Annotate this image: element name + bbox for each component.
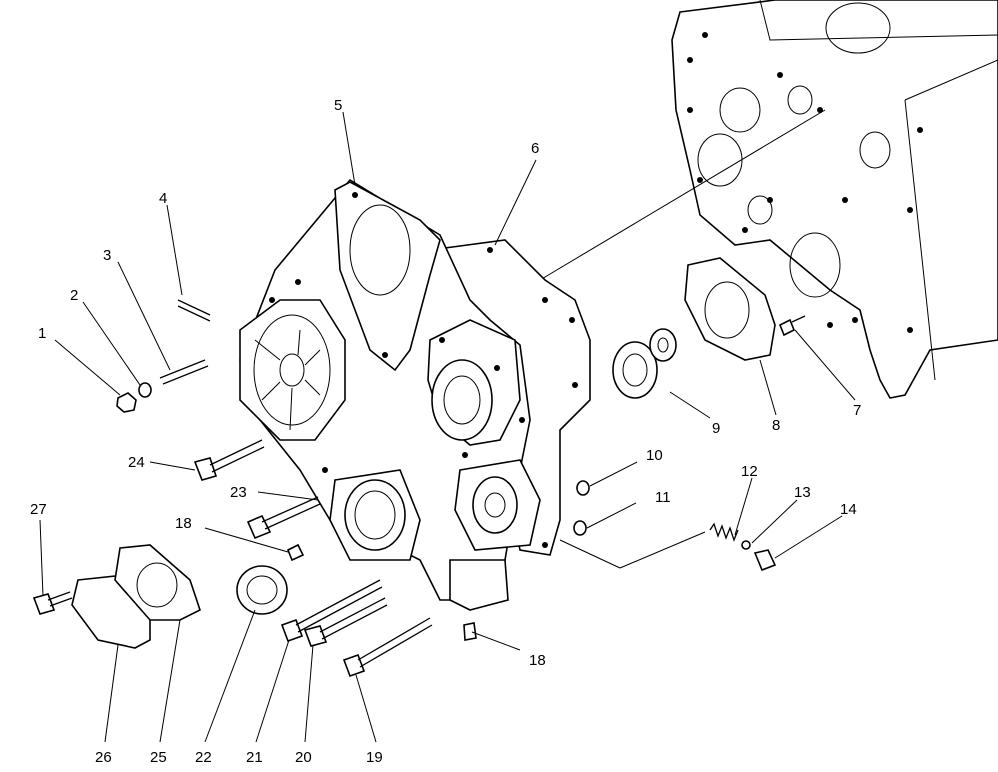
callout-6: 6: [531, 140, 539, 157]
bolt-24: [193, 439, 265, 481]
callout-4: 4: [159, 190, 167, 207]
plate-gasket: [114, 544, 201, 621]
callout-21: 21: [246, 749, 263, 766]
callout-27: 27: [30, 501, 47, 518]
callout-12: 12: [741, 463, 758, 480]
spring-12: [709, 522, 739, 542]
callout-26: 26: [95, 749, 112, 766]
callout-25: 25: [150, 749, 167, 766]
callout-3: 3: [103, 247, 111, 264]
oil-pump-cover: [684, 257, 776, 361]
stud-4: [177, 299, 211, 322]
guide-line: [619, 531, 706, 569]
oil-pump-rotor: [612, 341, 658, 399]
callout-24: 24: [128, 454, 145, 471]
ball-13: [741, 540, 751, 550]
o-ring-11: [573, 520, 587, 536]
bolt-23: [246, 496, 321, 540]
callout-1: 1: [38, 325, 46, 342]
leader-lines: [39, 111, 856, 743]
callout-11: 11: [655, 489, 671, 506]
bolt-19: [342, 617, 433, 678]
bolt-20: [303, 597, 388, 647]
bolt-7: [778, 315, 806, 337]
callout-7: 7: [853, 402, 861, 419]
callout-5: 5: [334, 97, 342, 114]
bolt-21: [280, 579, 383, 643]
oil-pump-gear: [649, 328, 677, 362]
plug-14: [753, 549, 777, 572]
plug-18-lower: [463, 622, 477, 641]
washer-2: [138, 382, 152, 398]
o-ring-10: [576, 480, 590, 496]
callout-8: 8: [772, 417, 780, 434]
oil-seal: [236, 565, 288, 615]
guide-line: [539, 109, 826, 281]
plug-18-upper: [286, 543, 305, 562]
timing-gear-case: [239, 178, 578, 611]
bolt-27: [32, 591, 73, 615]
engine-block: [671, 0, 998, 399]
callout-14: 14: [840, 501, 857, 518]
nut-1: [116, 392, 137, 413]
callout-labels: 1 2 3 4 5 6 7 8 9 10 11 12 13 14 18 18 1…: [30, 97, 861, 766]
callout-13: 13: [794, 484, 811, 501]
stud-3: [159, 359, 209, 385]
callout-18-upper: 18: [175, 515, 192, 532]
callout-18-lower: 18: [529, 652, 546, 669]
callout-23: 23: [230, 484, 247, 501]
ribbed-cover: [239, 299, 346, 441]
callout-2: 2: [70, 287, 78, 304]
callout-9: 9: [712, 420, 720, 437]
callout-10: 10: [646, 447, 663, 464]
callout-22: 22: [195, 749, 212, 766]
callout-19: 19: [366, 749, 383, 766]
callout-20: 20: [295, 749, 312, 766]
guide-line: [559, 539, 621, 569]
